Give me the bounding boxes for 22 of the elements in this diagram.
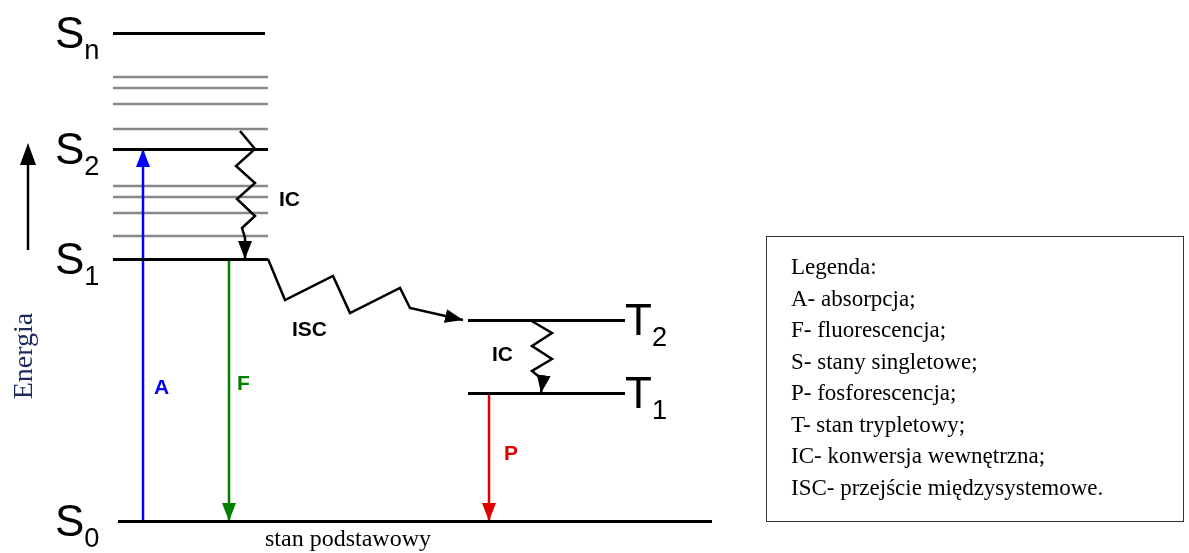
state-caption: stan podstawowy: [265, 525, 431, 551]
state-label: S$_{n}$: [55, 7, 101, 59]
state-label: S$_{1}$: [55, 233, 101, 285]
arrow: [482, 393, 496, 521]
legend-entry: ISC- przejście międzysystemowe.: [791, 473, 1104, 502]
legend-entry: IC- konwersja wewnętrzna;: [791, 442, 1046, 470]
legend-entry: S- stany singletowe;: [791, 347, 978, 376]
arrow: [136, 149, 150, 521]
legend-box: [766, 236, 1184, 522]
arrow: [222, 259, 236, 521]
legend-entry: A- absorpcja;: [791, 284, 916, 313]
legend-entry: T- stan trypletowy;: [791, 410, 966, 439]
legend-entry: P- fosforescencja;: [791, 379, 957, 407]
state-label: S$_{0}$: [55, 495, 101, 547]
state-label: T$_{1}$: [625, 367, 669, 419]
legend-title: Legenda:: [791, 253, 877, 281]
axis-label: Energia: [7, 312, 40, 400]
wavy-arrow: [266, 258, 464, 323]
legend-entry: F- fluorescencja;: [791, 316, 947, 344]
wavy-arrow: [234, 130, 257, 259]
state-label: T$_{2}$: [625, 294, 669, 346]
state-label: S$_{2}$: [55, 123, 101, 175]
